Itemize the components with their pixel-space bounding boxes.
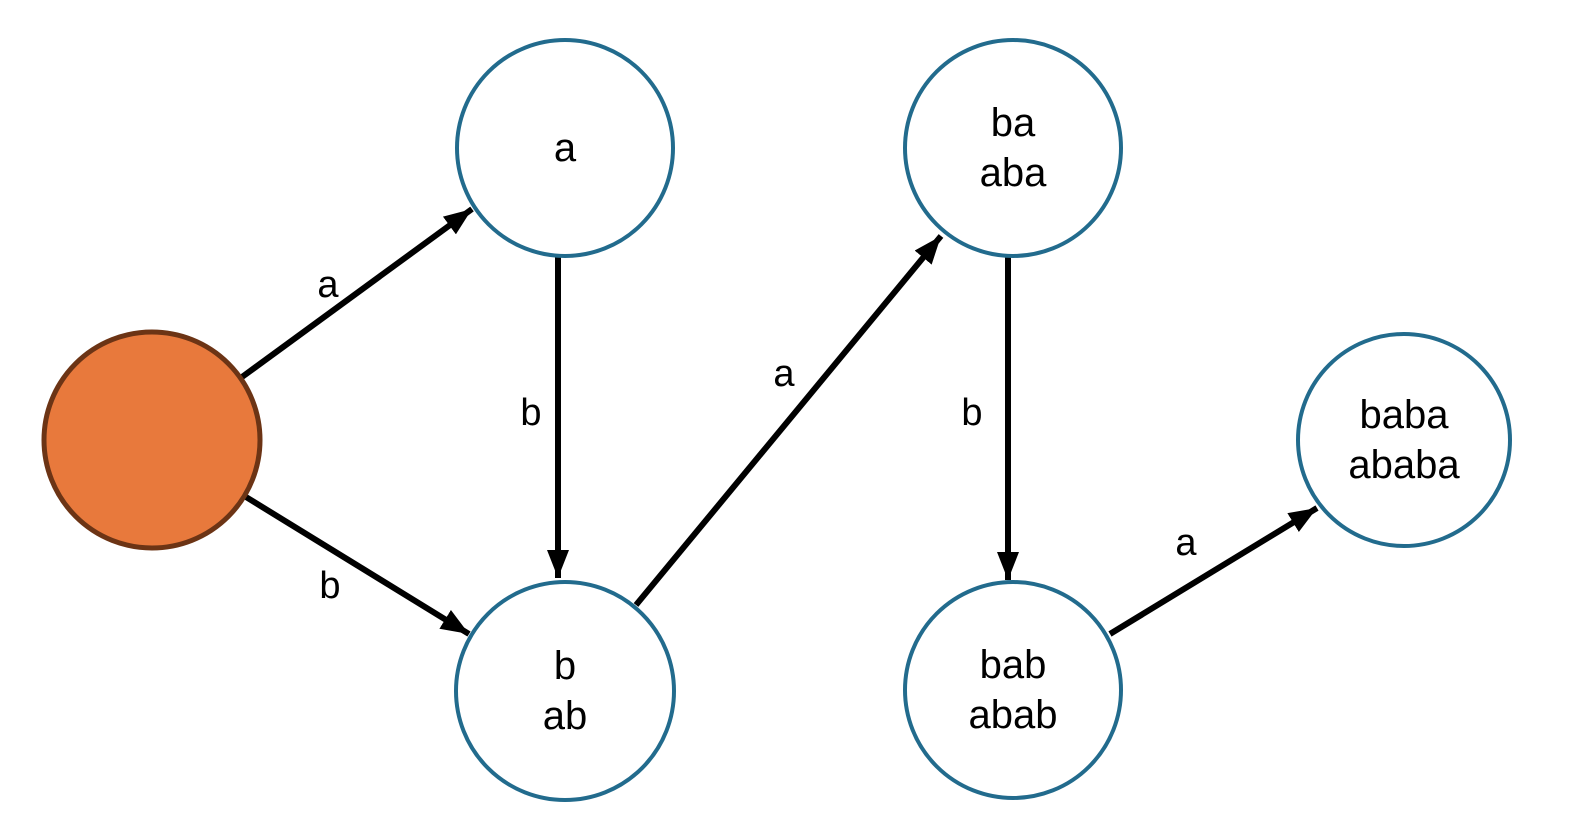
transition-label-bab-abab-to-baba-ababa: a <box>1175 522 1197 564</box>
state-label-baba-ababa-line-2: ababa <box>1348 443 1460 487</box>
transition-label-start-to-a: a <box>317 264 339 306</box>
state-label-bab-abab-line-2: abab <box>969 693 1058 737</box>
state-label-bab-abab-line-1: bab <box>980 643 1047 687</box>
transition-bab-abab-to-baba-ababa <box>1108 505 1319 637</box>
transition-start-to-b-ab <box>244 494 471 637</box>
state-label-a-line-1: a <box>554 126 577 170</box>
transition-label-b-ab-to-ba-aba: a <box>773 353 795 395</box>
state-node-bab-abab <box>903 580 1123 800</box>
transition-b-ab-to-ba-aba <box>633 234 944 607</box>
state-node-ba-aba <box>903 38 1123 258</box>
start-state-node <box>41 329 263 551</box>
state-node-baba-ababa <box>1296 332 1512 548</box>
edges-layer: a b b a b a <box>240 206 1319 637</box>
transition-label-start-to-b-ab: b <box>319 565 340 607</box>
state-label-ba-aba-line-2: aba <box>980 151 1047 195</box>
state-node-a <box>455 38 675 258</box>
state-node-b-ab <box>454 580 676 802</box>
state-label-ba-aba-line-1: ba <box>991 101 1036 145</box>
transition-label-a-to-b-ab: b <box>520 392 541 434</box>
transition-label-ba-aba-to-bab-abab: b <box>961 392 982 434</box>
state-label-b-ab-line-1: b <box>554 644 576 688</box>
transition-start-to-a <box>240 206 474 380</box>
state-label-b-ab-line-2: ab <box>543 694 588 738</box>
state-label-baba-ababa-line-1: baba <box>1360 393 1450 437</box>
